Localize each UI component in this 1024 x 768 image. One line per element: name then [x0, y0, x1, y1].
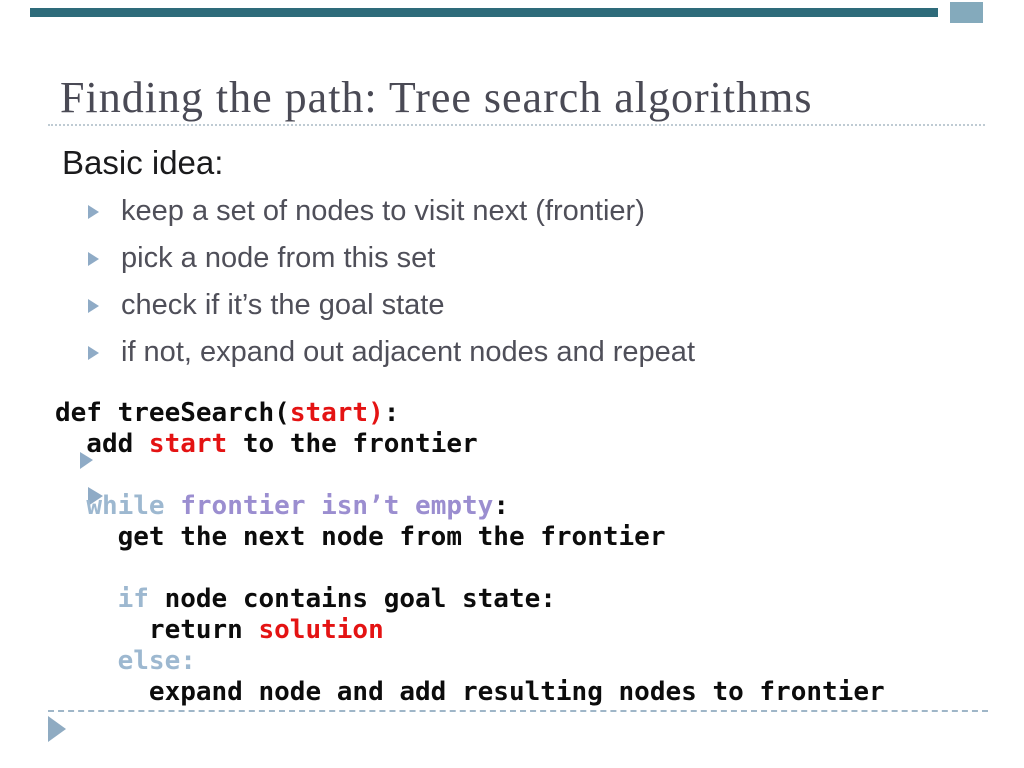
code-segment-plain: :: [383, 398, 400, 428]
bullet-triangle-icon: [88, 204, 99, 219]
code-line: [55, 460, 885, 491]
code-segment-condition: frontier isn’t empty: [180, 491, 494, 521]
list-item: check if it’s the goal state: [88, 290, 695, 321]
code-block: def treeSearch(start): add start to the …: [55, 398, 885, 708]
code-segment-plain: :: [493, 491, 509, 521]
bullet-triangle-icon: [80, 452, 93, 469]
code-line: get the next node from the frontier: [55, 522, 885, 553]
code-line: expand node and add resulting nodes to f…: [55, 677, 885, 708]
code-segment-red: start: [148, 429, 228, 459]
footer-divider: [48, 710, 988, 712]
code-segment-plain: node contains goal state:: [148, 584, 556, 614]
bullet-text: keep a set of nodes to visit next (front…: [121, 195, 645, 227]
code-line: add start to the frontier: [55, 429, 885, 460]
list-item: keep a set of nodes to visit next (front…: [88, 196, 695, 227]
code-segment-plain: def treeSearch(: [55, 398, 290, 428]
bullet-text: pick a node from this set: [121, 242, 436, 274]
code-line: def treeSearch(start):: [55, 398, 885, 429]
bullet-text: check if it’s the goal state: [121, 289, 445, 321]
bullet-triangle-icon: [88, 345, 99, 360]
code-segment-plain: add: [55, 429, 149, 459]
code-line: [55, 553, 885, 584]
code-segment-plain: [165, 491, 181, 521]
code-segment-keyword: else:: [117, 646, 196, 676]
code-line: while frontier isn’t empty:: [55, 491, 885, 522]
code-segment-plain: return: [55, 615, 259, 645]
code-segment-plain: get the next node from the frontier: [55, 522, 666, 552]
code-segment-keyword: while: [86, 491, 165, 521]
next-slide-triangle-icon: [48, 716, 66, 742]
top-bar-decoration: [30, 8, 938, 17]
bullet-triangle-icon: [88, 298, 99, 313]
bullet-list: keep a set of nodes to visit next (front…: [88, 196, 695, 384]
code-segment-plain: to the frontier: [227, 429, 478, 459]
top-square-decoration: [950, 2, 983, 23]
code-segment-plain: [55, 491, 86, 521]
code-segment-plain: [55, 584, 118, 614]
code-segment-keyword: if: [117, 584, 149, 614]
title-divider: [48, 124, 985, 126]
section-heading: Basic idea:: [62, 144, 224, 181]
code-segment-red: solution: [258, 615, 384, 645]
bullet-text: if not, expand out adjacent nodes and re…: [121, 336, 695, 368]
list-item: pick a node from this set: [88, 243, 695, 274]
code-segment-red: start): [289, 398, 384, 428]
list-item: if not, expand out adjacent nodes and re…: [88, 337, 695, 368]
code-line: else:: [55, 646, 885, 677]
bullet-triangle-icon: [88, 251, 99, 266]
bullet-triangle-icon: [88, 487, 103, 506]
slide-title: Finding the path: Tree search algorithms: [60, 73, 813, 122]
code-line: if node contains goal state:: [55, 584, 885, 615]
code-segment-plain: [55, 646, 118, 676]
code-line: return solution: [55, 615, 885, 646]
code-segment-plain: expand node and add resulting nodes to f…: [55, 677, 885, 707]
